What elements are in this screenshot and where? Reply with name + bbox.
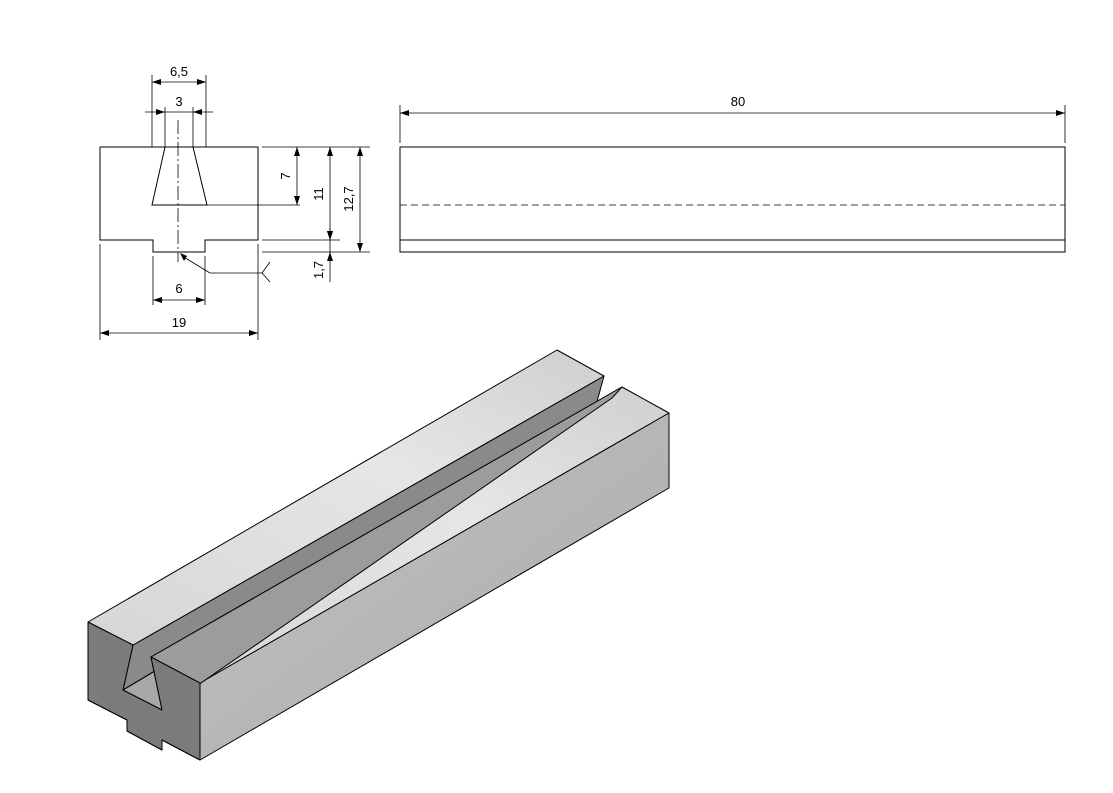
surface-finish-symbol [180,253,271,283]
end-face-outline [87,621,201,761]
dim-text-rib-width: 6 [175,281,182,296]
dim-bar-height: 11 [311,147,333,240]
dim-total-height: 12,7 [341,147,363,252]
dim-length: 80 [400,94,1065,116]
dim-slot-depth: 7 [278,147,300,205]
dim-text-length: 80 [731,94,745,109]
side-outline [399,146,1066,253]
dim-text-overall-width: 19 [172,315,186,330]
dim-overall-width: 19 [100,315,258,336]
dim-text-bar-height: 11 [311,187,326,201]
dim-top-width: 6,5 [152,64,206,85]
dim-rib-height: 1,7 [311,228,333,282]
dim-text-rib-height: 1,7 [311,261,326,279]
side-view: 80 [399,94,1066,253]
dim-rib-width: 6 [153,281,205,303]
section-outline [99,146,259,253]
dim-text-total-height: 12,7 [341,186,356,211]
dim-text-top-width: 6,5 [170,64,188,79]
dim-text-gap-width: 3 [175,94,182,109]
section-view: 6,5 3 7 11 12,7 [99,64,370,340]
dovetail-slot [151,146,208,206]
isometric-view [87,349,670,761]
dim-gap-width: 3 [145,94,213,115]
dim-text-slot-depth: 7 [278,172,293,179]
